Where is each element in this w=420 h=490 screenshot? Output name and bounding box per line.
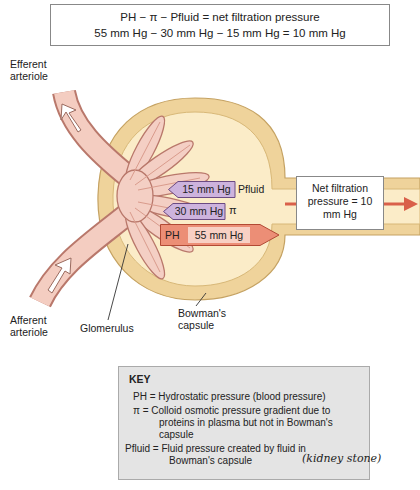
key-entry: π = Colloid osmotic pressure gradient du… [133,405,341,441]
handwritten-note: (kidney stone) [302,452,381,465]
equation-values: 55 mm Hg − 30 mm Hg − 15 mm Hg = 10 mm H… [51,27,389,39]
key-entry: PH = Hydrostatic pressure (blood pressur… [133,391,341,403]
leader-line [108,244,128,320]
efferent-tube-wall [64,92,130,178]
pressure-arrow: 15 mm Hg Pfluid [168,181,278,198]
pressure-arrow: PH 55 mm Hg [160,224,282,246]
part-label: Bowman's capsule [178,307,238,331]
arrow-shape [169,182,236,198]
part-label: Glomerulus [80,322,134,334]
part-label: Efferent arteriole [10,58,70,82]
capsule-space [113,112,420,286]
result-box: Net filtration pressure = 10 mm Hg [296,176,384,230]
pressure-symbol: PH [165,229,180,241]
pressure-symbol: Pfluid [238,183,264,195]
leader-line [196,293,206,306]
pressure-value: 55 mm Hg [188,227,250,243]
flow-arrow-efferent [61,104,81,132]
filtrate-flow-head [404,197,418,211]
equation-box: PH − π − Pfluid = net filtration pressur… [50,4,390,46]
pressure-symbol: π [229,204,237,216]
equation-text: PH − π − Pfluid = net filtration pressur… [51,11,389,23]
result-text: Net filtration pressure = 10 mm Hg [300,182,380,221]
arrow-shape [164,204,226,220]
pressure-arrow: 30 mm Hg π [163,203,253,220]
part-label: Afferent arteriole [10,314,70,338]
flow-arrow-afferent [48,258,71,293]
pressure-value: 15 mm Hg [179,183,234,195]
arrow-shape [161,225,280,246]
key-heading: KEY [129,373,151,385]
pressure-value: 30 mm Hg [173,205,225,217]
capsule-wall [98,98,420,300]
efferent-tube [64,92,130,178]
